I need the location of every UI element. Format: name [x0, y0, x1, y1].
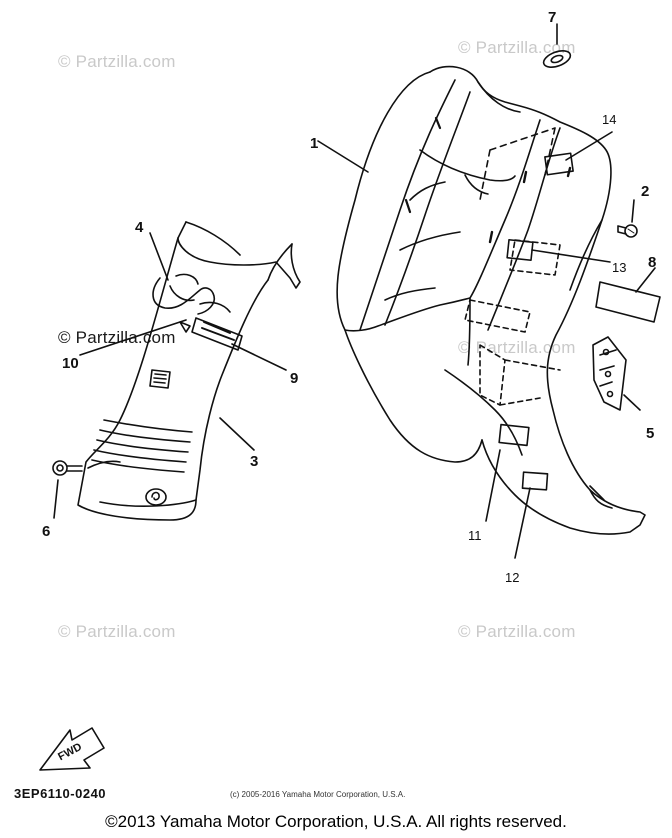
- copyright-notice: ©2013 Yamaha Motor Corporation, U.S.A. A…: [105, 812, 567, 831]
- label-part-8: 8: [648, 254, 656, 271]
- small-copyright: (c) 2005-2016 Yamaha Motor Corporation, …: [230, 790, 406, 799]
- watermark-top-left: © Partzilla.com: [58, 52, 176, 71]
- fwd-arrow-icon: [39, 727, 105, 771]
- grommet-part-7[interactable]: [541, 48, 572, 71]
- label-part-4: 4: [135, 219, 144, 236]
- label-part-10: 10: [62, 355, 79, 372]
- leg-shield-body[interactable]: [336, 65, 646, 535]
- label-part-3: 3: [250, 453, 258, 470]
- label-part-14: 14: [602, 112, 616, 127]
- watermark-top-right: © Partzilla.com: [458, 38, 576, 57]
- front-panel-part-3[interactable]: [77, 221, 301, 521]
- watermark-bottom-right: © Partzilla.com: [458, 622, 576, 641]
- watermark-bottom-left: © Partzilla.com: [58, 622, 176, 641]
- label-part-11: 11: [468, 528, 482, 543]
- label-part-2: 2: [641, 183, 649, 200]
- label-part-13: 13: [612, 260, 626, 275]
- screw-part-2[interactable]: [617, 224, 638, 238]
- watermark-mid-right: © Partzilla.com: [458, 338, 576, 357]
- label-part-12: 12: [505, 570, 519, 585]
- label-part-1: 1: [310, 135, 318, 152]
- label-part-9: 9: [290, 370, 298, 387]
- label-part-6: 6: [42, 523, 50, 540]
- label-part-5: 5: [646, 425, 654, 442]
- screw-part-6[interactable]: [52, 460, 83, 476]
- bracket-part-5[interactable]: [592, 336, 627, 411]
- fwd-label: FWD: [56, 741, 84, 763]
- label-part-7: 7: [548, 9, 556, 26]
- diagram-code: 3EP6110-0240: [14, 786, 107, 801]
- strip-part-8[interactable]: [595, 281, 661, 323]
